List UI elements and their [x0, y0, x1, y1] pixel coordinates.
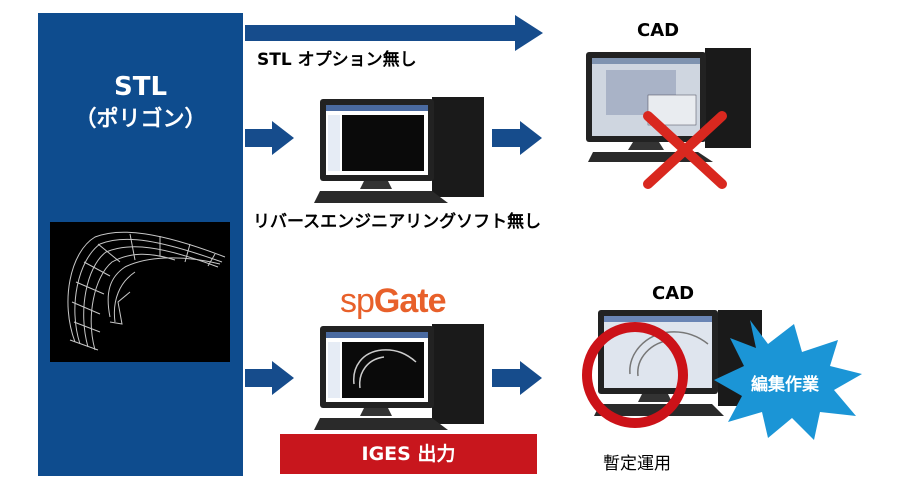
top-long-arrow-icon: [245, 15, 543, 51]
bottom-right-arrow-icon: [492, 361, 542, 395]
bottom-left-arrow-icon: [245, 361, 294, 395]
mid-left-arrow-icon: [245, 121, 294, 155]
middle-computer-icon: [314, 97, 484, 203]
bottom-cad-label: CAD: [652, 283, 695, 304]
mid-right-arrow-icon: [492, 121, 542, 155]
top-cad-label: CAD: [637, 20, 680, 41]
cross-mark-icon: [643, 111, 727, 189]
spgate-computer-icon: [314, 324, 484, 430]
burst-icon: [714, 320, 862, 440]
stl-title: STL: [113, 72, 168, 102]
middle-route-label: リバースエンジニアリングソフト無し: [253, 212, 542, 232]
spgate-logo: spGate: [340, 282, 447, 320]
stl-subtitle: （ポリゴン）: [74, 107, 207, 132]
circle-mark-icon: [582, 322, 688, 428]
burst-label: 編集作業: [751, 375, 819, 395]
result-label: 暫定運用: [603, 454, 671, 474]
top-route-label: STL オプション無し: [257, 50, 417, 70]
iges-output-bar: IGES 出力: [280, 434, 537, 474]
wireframe-model-image: [50, 222, 230, 362]
